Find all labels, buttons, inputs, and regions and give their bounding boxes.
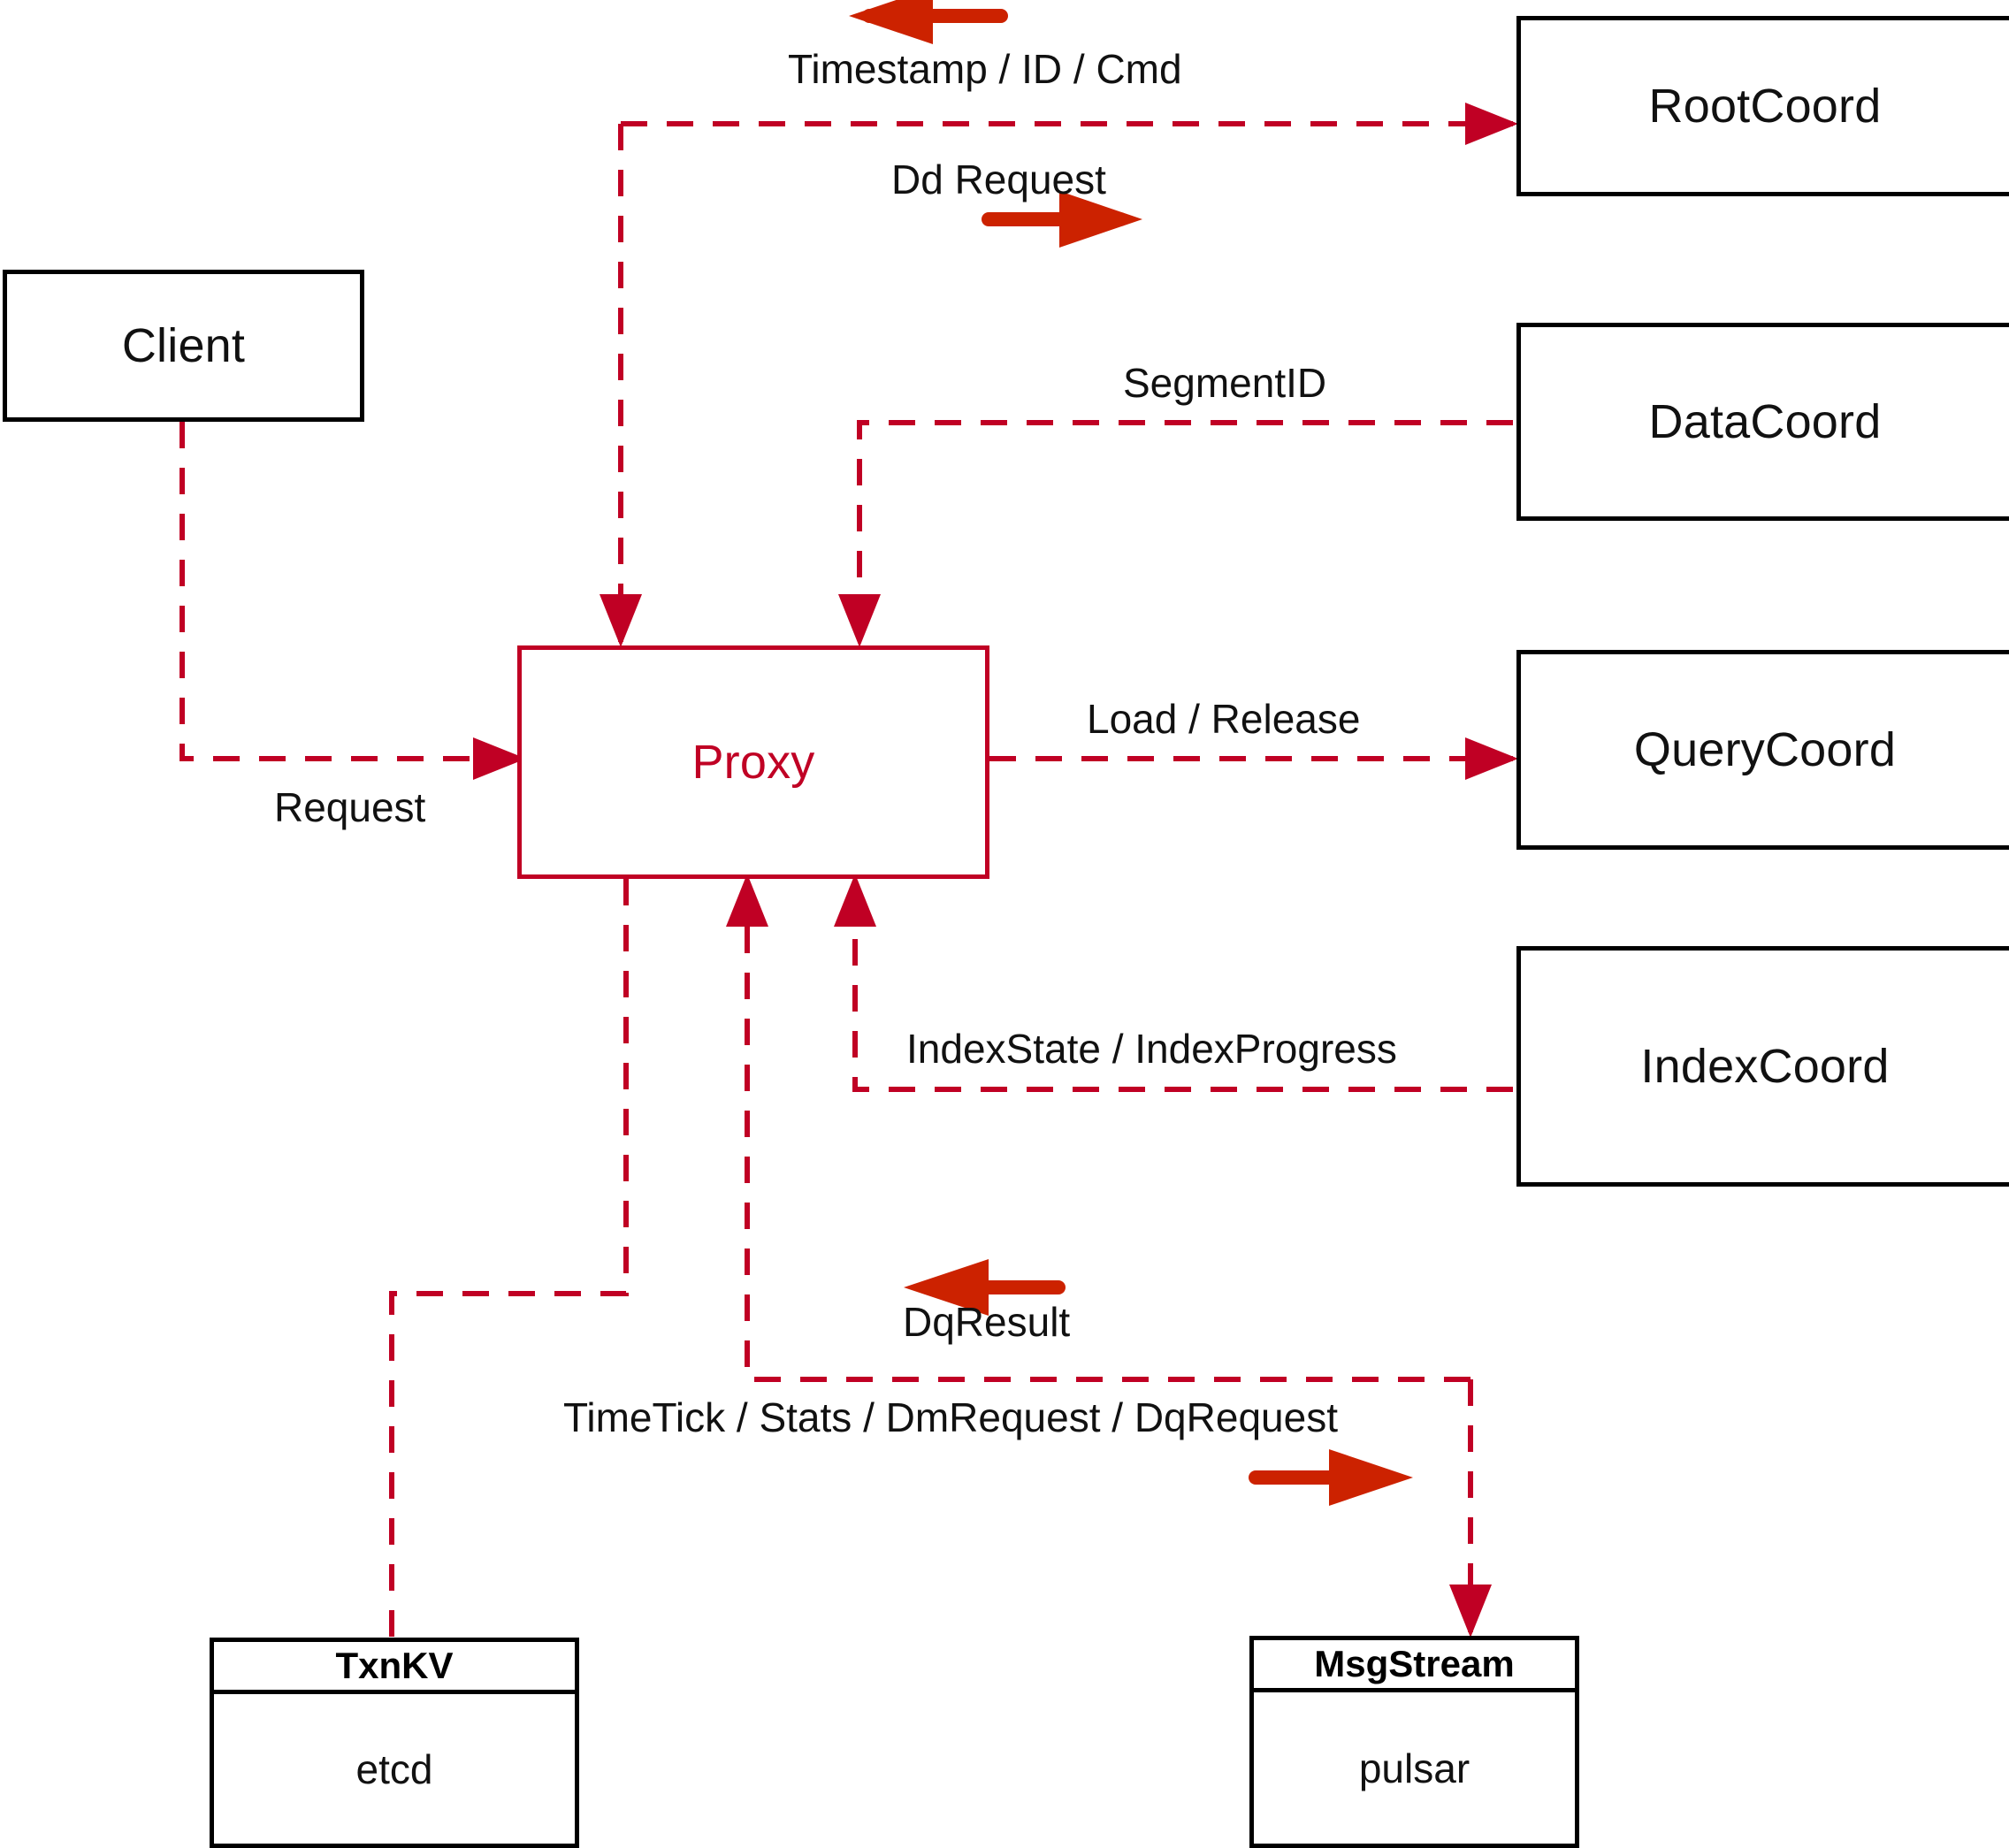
edge-msgstream-to-proxy [726,874,1470,1382]
node-txnkv-header: TxnKV [214,1642,575,1694]
node-client[interactable]: Client [3,270,364,422]
edge-label-dq-result: DqResult [903,1299,1071,1345]
node-datacoord-label: DataCoord [1648,395,1882,448]
node-rootcoord-label: RootCoord [1648,80,1882,133]
node-indexcoord[interactable]: IndexCoord [1516,946,2009,1187]
edge-label-dd-request: Dd Request [891,157,1106,202]
node-txnkv-body: etcd [355,1745,433,1792]
node-proxy[interactable]: Proxy [517,645,989,879]
arrow-right-icon-timetick [1249,1449,1413,1506]
direction-marker-group [849,0,1413,1506]
edge-label-load-release: Load / Release [1087,696,1361,742]
node-querycoord-label: QueryCoord [1633,723,1897,776]
edge-label-segment-id: SegmentID [1123,360,1327,406]
edge-label-index-state-progress: IndexState / IndexProgress [906,1026,1397,1072]
edge-proxy-to-txnkv [389,879,629,1638]
node-indexcoord-label: IndexCoord [1640,1040,1890,1093]
arrow-left-icon-dq-result [904,1259,1066,1316]
edge-label-timestamp-id-cmd: Timestamp / ID / Cmd [788,46,1182,92]
node-client-label: Client [121,319,246,372]
edge-client-to-proxy [180,422,526,780]
node-msgstream-body: pulsar [1358,1745,1470,1791]
node-msgstream[interactable]: MsgStream pulsar [1249,1636,1579,1848]
node-msgstream-header: MsgStream [1254,1640,1575,1692]
node-proxy-label: Proxy [691,736,815,789]
arrow-right-icon-dd-request [982,191,1142,248]
arrow-left-icon-timestamp [849,0,1008,44]
node-txnkv[interactable]: TxnKV etcd [210,1638,579,1848]
node-datacoord[interactable]: DataCoord [1516,323,2009,521]
edge-datacoord-to-proxy [838,420,1513,647]
edge-label-request: Request [274,784,426,830]
edge-indexcoord-to-proxy [834,874,1513,1092]
node-querycoord[interactable]: QueryCoord [1516,650,2009,850]
edge-label-timetick-stats: TimeTick / Stats / DmRequest / DqRequest [563,1394,1338,1440]
node-rootcoord[interactable]: RootCoord [1516,16,2009,196]
